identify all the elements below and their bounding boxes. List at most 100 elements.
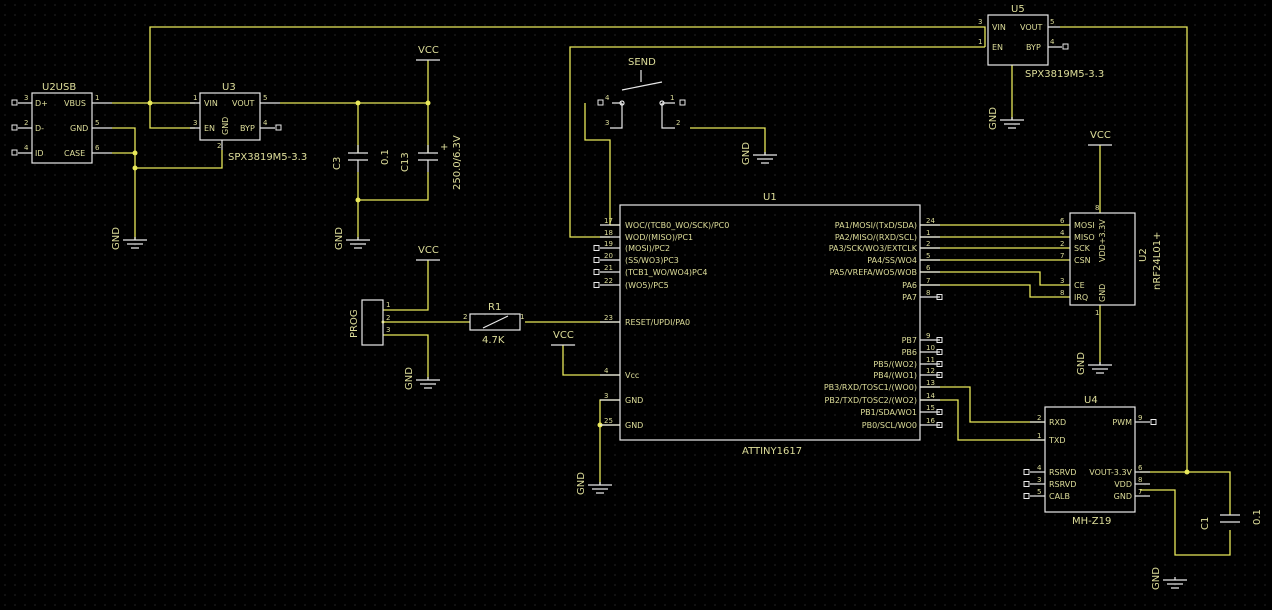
- capacitor-c3[interactable]: C3 0.1: [332, 145, 391, 172]
- u1-nc-pin-icon: [936, 422, 943, 428]
- u1-left-pin-name: WOD/(MISO)/PC1: [625, 233, 693, 242]
- vcc-label: VCC: [1090, 130, 1111, 141]
- u2-pin-number: 7: [1060, 252, 1064, 260]
- ground-symbol-icon: [346, 237, 370, 249]
- capacitor-c13[interactable]: + C13 250.0/6.3V: [400, 135, 463, 190]
- c13-value: 250.0/6.3V: [452, 135, 463, 190]
- u4-pin-number: 1: [1037, 432, 1041, 440]
- u2usb-pinnum-4: 4: [24, 144, 29, 152]
- programming-header-prog[interactable]: PROG 1 2 3: [349, 299, 390, 346]
- pushbutton-send[interactable]: SEND 4 1 3 2: [597, 57, 686, 129]
- u1-left-pin-name: RESET/UPDI/PA0: [625, 318, 690, 327]
- u1-nc-pin-icon: [593, 245, 600, 251]
- u1-right-pin-number: 16: [926, 417, 935, 425]
- u2usb-pin-gnd: GND: [70, 124, 88, 133]
- u1-left-pin-number: 21: [604, 264, 613, 272]
- u5-pin-vin: VIN: [992, 23, 1006, 32]
- u1-left-pin-name: Vcc: [625, 371, 639, 380]
- u4-right-pin-name: VDD: [1114, 480, 1132, 489]
- u2usb-pinnum-1: 1: [95, 94, 99, 102]
- u4-right-pin-number: 7: [1138, 488, 1142, 496]
- u1-left-pin-number: 18: [604, 229, 613, 237]
- u3-pinnum-2: 2: [217, 142, 221, 150]
- u5-pinnum-1: 1: [978, 38, 982, 46]
- resistor-r1[interactable]: R1 4.7K 2 1: [463, 302, 524, 346]
- prog-pinnum-2: 2: [386, 314, 390, 322]
- u4-pin-number: 3: [1037, 476, 1041, 484]
- u1-right-pin-name: PA4/SS/WO4: [867, 256, 917, 265]
- u4-pin-number: 4: [1037, 464, 1042, 472]
- gnd-label: GND: [404, 367, 415, 390]
- u3-part: SPX3819M5-3.3: [228, 152, 307, 163]
- u2usb-pinnum-3: 3: [24, 94, 28, 102]
- u1-right-pin-name: PA6: [902, 281, 917, 290]
- u1-left-pin-name: GND: [625, 396, 643, 405]
- r1-pinnum-1: 1: [520, 313, 524, 321]
- gnd-label: GND: [334, 227, 345, 250]
- u1-right-pin-number: 14: [926, 392, 935, 400]
- u4-pin-number: 5: [1037, 488, 1041, 496]
- u5-pin-byp: BYP: [1026, 43, 1041, 52]
- gnd-label: GND: [111, 227, 122, 250]
- u4-pin-name: RXD: [1049, 418, 1066, 427]
- u1-right-pin-number: 13: [926, 379, 935, 387]
- regulator-u5[interactable]: U5 VIN EN VOUT BYP 3 1 5 4 SPX3819M5-3.3: [978, 4, 1104, 80]
- u2-gnd-label: GND: [1098, 284, 1107, 302]
- u1-right-pin-name: PB2/TXD/TOSC2/(WO2): [825, 396, 918, 405]
- u4-right-pin-number: 8: [1138, 476, 1142, 484]
- u1-right-pin-number: 9: [926, 332, 930, 340]
- u4-ref: U4: [1084, 395, 1098, 406]
- u4-pin-number: 2: [1037, 414, 1041, 422]
- u3-pin-gnd: GND: [221, 117, 230, 135]
- capacitor-c1[interactable]: C1 0.1: [1200, 509, 1263, 530]
- u1-left-pin-name: WOC/(TCB0_WO/SCK)/PC0: [625, 221, 729, 230]
- u1-left-pin-name: (WO5)/PC5: [625, 281, 669, 290]
- u1-part: ATTINY1617: [742, 446, 802, 457]
- ground-symbol-icon: [1088, 362, 1112, 374]
- u1-right-pin-number: 5: [926, 252, 930, 260]
- u2-pin-number: 3: [1060, 277, 1064, 285]
- u1-right-pin-number: 10: [926, 344, 935, 352]
- u3-pin-vout: VOUT: [232, 99, 254, 108]
- u1-right-pin-name: PB0/SCL/WO0: [862, 421, 917, 430]
- u1-right-pin-name: PB7: [902, 336, 917, 345]
- u1-left-pin-number: 4: [604, 367, 609, 375]
- gnd-label: GND: [988, 107, 999, 130]
- u5-pinnum-5: 5: [1050, 18, 1054, 26]
- regulator-u3[interactable]: U3 VIN EN GND VOUT BYP 1 3 2 5 4 SPX3819…: [190, 82, 307, 163]
- u3-pin-vin: VIN: [204, 99, 218, 108]
- gnd-label: GND: [741, 142, 752, 165]
- u5-pin-vout: VOUT: [1020, 23, 1042, 32]
- send-pinnum-2: 2: [676, 119, 680, 127]
- u3-pin-en: EN: [204, 124, 215, 133]
- u2-ref: U2: [1138, 248, 1149, 262]
- u1-nc-pin-icon: [936, 294, 943, 300]
- u1-right-pin-number: 12: [926, 367, 935, 375]
- u1-left-pin-number: 22: [604, 277, 613, 285]
- u4-right-pin-name: PWM: [1112, 418, 1132, 427]
- u2-pin-name: IRQ: [1074, 293, 1088, 302]
- u2usb-pin-vbus: VBUS: [64, 99, 86, 108]
- u2-pinnum-gnd: 1: [1095, 309, 1099, 317]
- c1-value: 0.1: [1252, 509, 1263, 525]
- u5-ref: U5: [1011, 4, 1025, 15]
- u1-left-pin-number: 20: [604, 252, 613, 260]
- u3-ref: U3: [222, 82, 236, 93]
- u5-part: SPX3819M5-3.3: [1025, 69, 1104, 80]
- send-ref: SEND: [628, 57, 656, 68]
- u4-pin-name: TXD: [1048, 436, 1066, 445]
- u1-right-pin-name: PA2/MISO/(RXD/SCL): [835, 233, 917, 242]
- prog-pinnum-1: 1: [386, 301, 390, 309]
- u4-nc-pin-icon: [1023, 469, 1030, 475]
- c13-ref: C13: [400, 152, 411, 172]
- c1-ref: C1: [1200, 517, 1211, 530]
- u1-ref: U1: [763, 192, 777, 203]
- usb-connector-u2usb[interactable]: U2USB D+ D- ID VBUS GND CASE 3 2 4 1 5 6: [11, 82, 112, 164]
